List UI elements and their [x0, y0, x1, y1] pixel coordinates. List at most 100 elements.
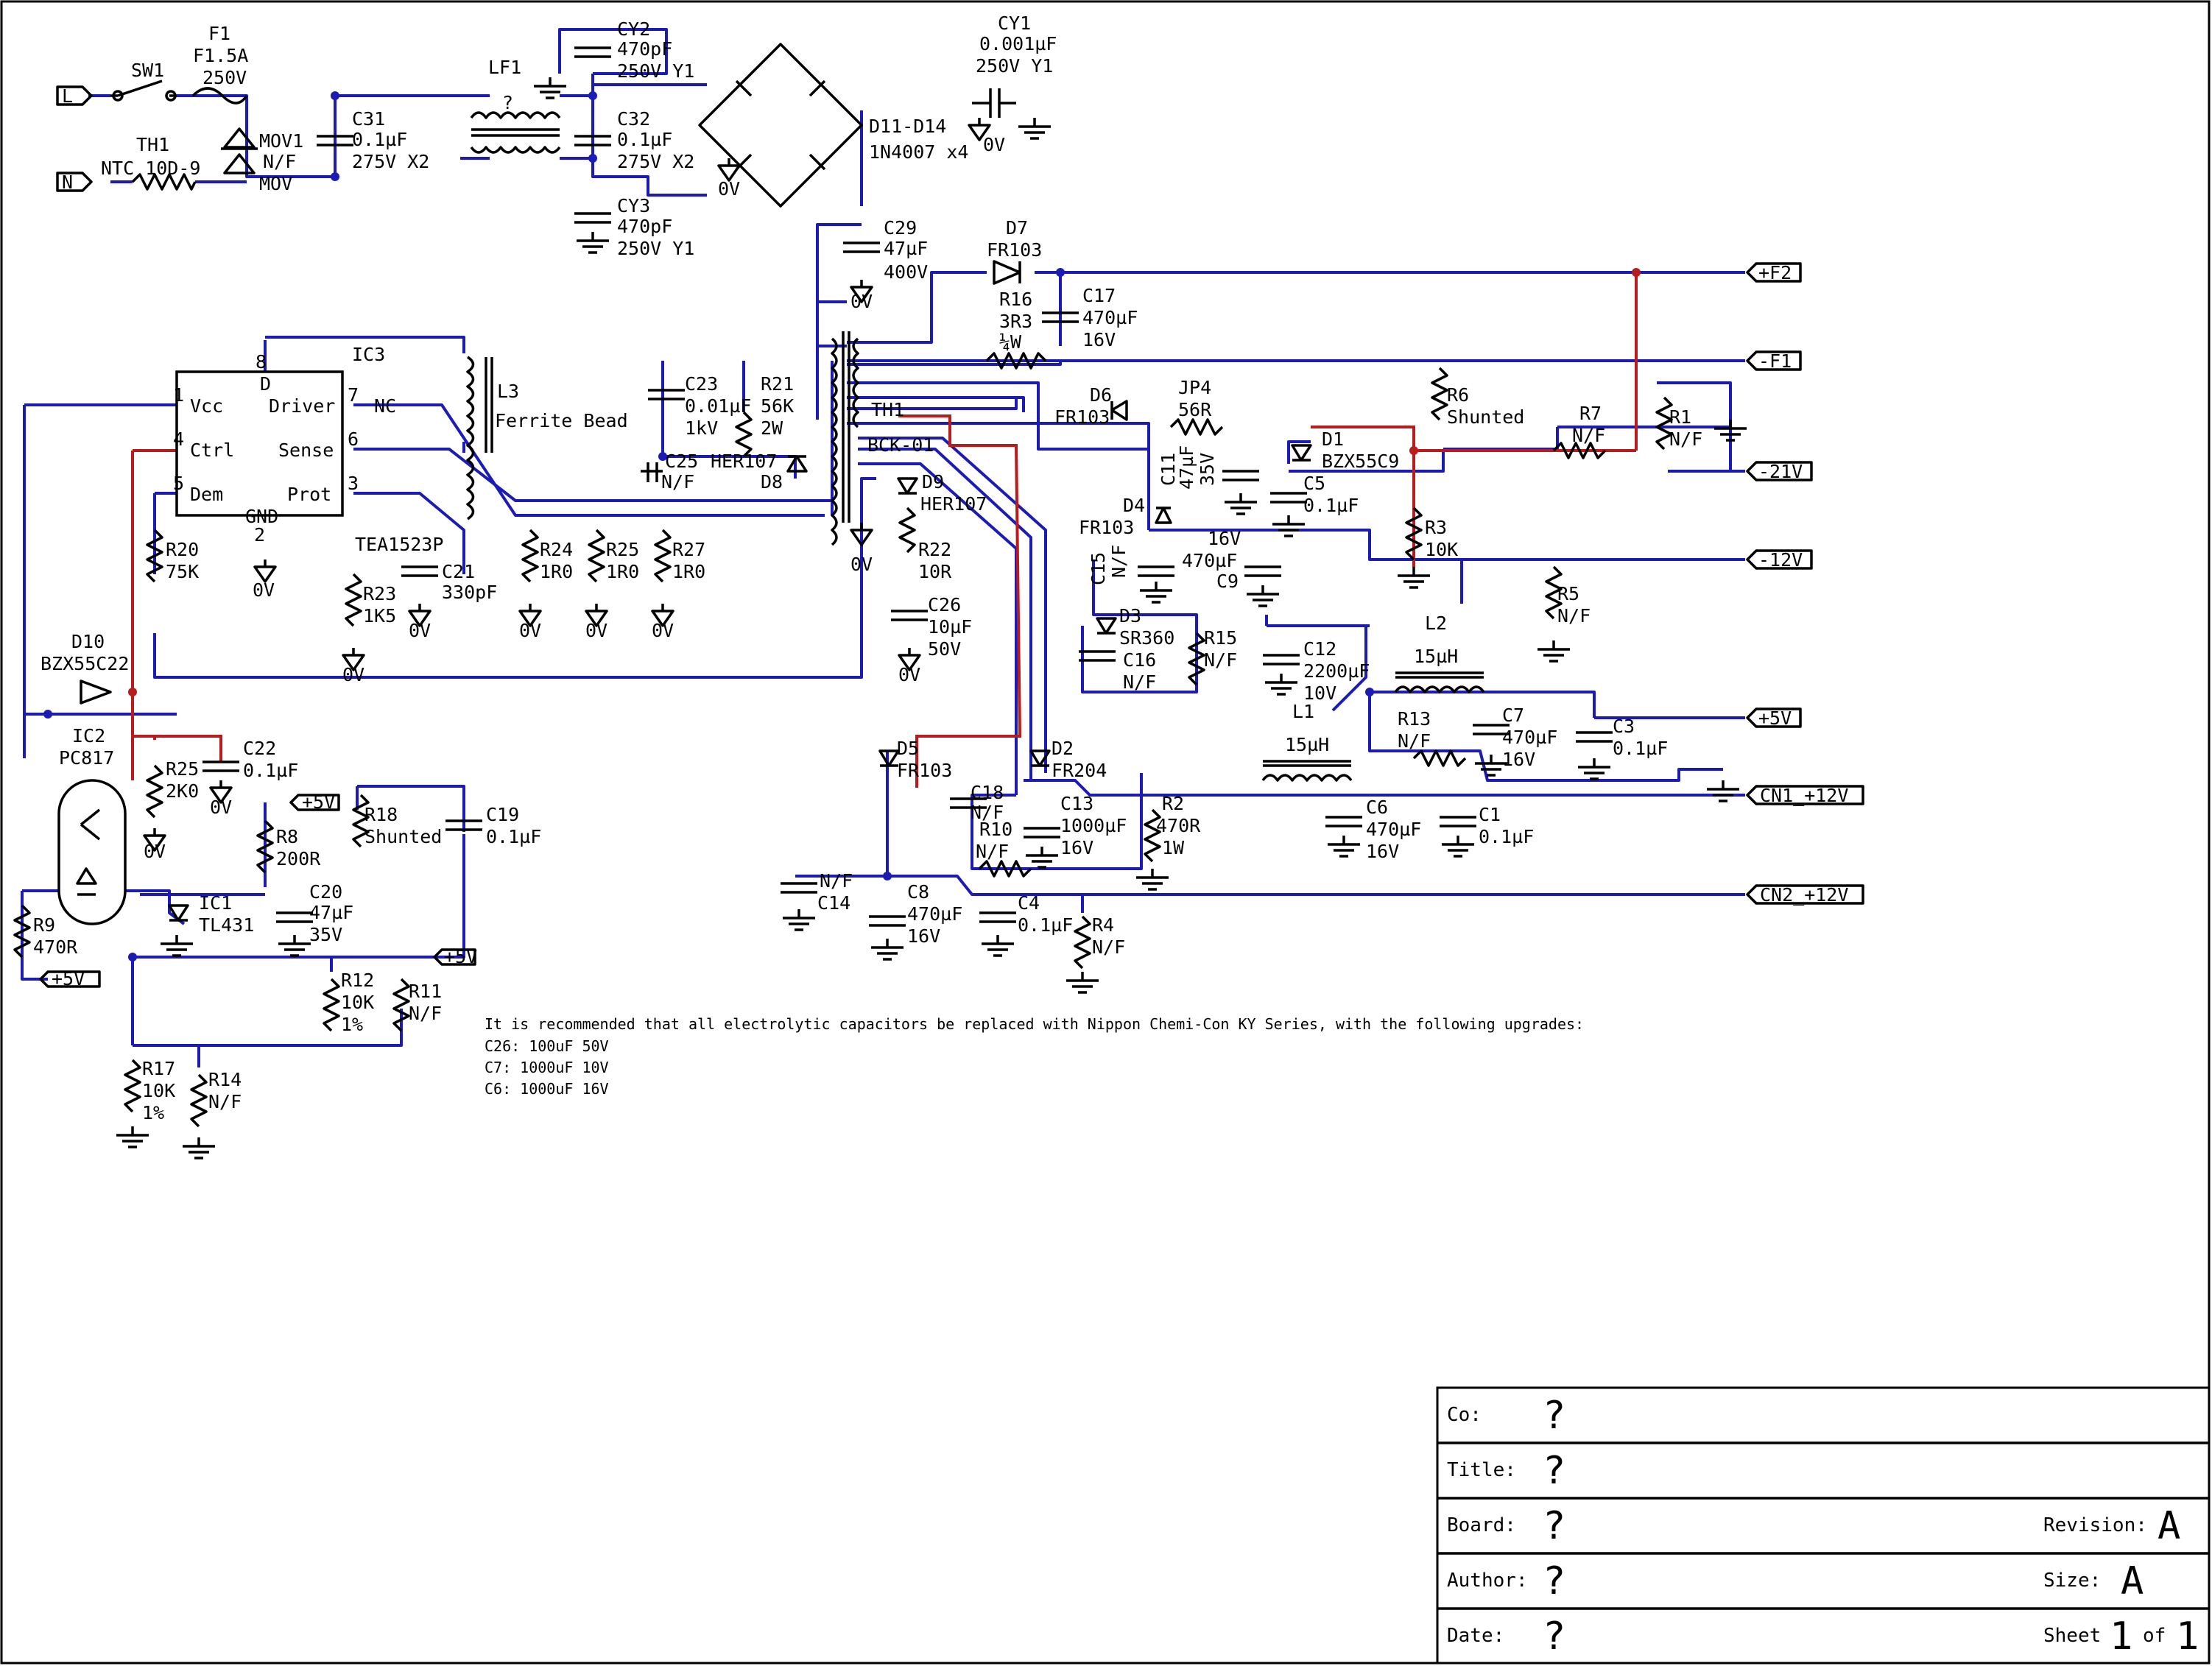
mov1-type: MOV [259, 173, 292, 194]
c31-ref: C31 [352, 108, 385, 130]
r12-ref: R12 [341, 970, 374, 991]
c26-ref: C26 [928, 594, 961, 615]
d11-value: 1N4007 x4 [869, 141, 968, 163]
r4-ref: R4 [1092, 914, 1114, 936]
note-line-3: C7: 1000uF 10V [485, 1059, 609, 1076]
tb-title-value: ? [1543, 1449, 1565, 1493]
ic3-pin2: 2 [254, 524, 265, 546]
d1-value: BZX55C9 [1322, 451, 1399, 472]
c16-value: N/F [1123, 671, 1156, 693]
lf1-ref: LF1 [488, 57, 521, 78]
c23-ref: C23 [685, 373, 718, 395]
r13-ref: R13 [1398, 708, 1431, 730]
c8-ref: C8 [907, 881, 929, 903]
d11-ref: D11-D14 [869, 116, 946, 137]
r16-power: ¼W [999, 331, 1022, 353]
c21-ref: C21 [442, 561, 475, 582]
c7-ref: C7 [1502, 705, 1524, 726]
ic3-pin-d: D [260, 373, 271, 395]
c8-rating: 16V [907, 925, 940, 947]
tb-date-value: ? [1543, 1614, 1565, 1659]
ic3-pin-sense: Sense [278, 440, 334, 461]
r7-ref: R7 [1579, 403, 1602, 424]
component-labels: F1 F1.5A 250V SW1 TH1 NTC 10D-9 L N MOV1… [33, 13, 1702, 1123]
net-cn1: CN1_+12V [1760, 785, 1848, 806]
net-cn2: CN2_+12V [1760, 884, 1848, 906]
c7-rating: 16V [1502, 749, 1535, 770]
ic2-ref: IC2 [72, 725, 105, 746]
r16-ref: R16 [999, 289, 1032, 310]
c15-ref: C15 [1088, 552, 1109, 585]
r23-ref: R23 [363, 583, 396, 604]
c32-ref: C32 [617, 108, 650, 130]
tb-sheet-value: 1 [2110, 1614, 2132, 1659]
c11-ref: C11 [1158, 453, 1179, 486]
ic3-pin3: 3 [348, 473, 359, 494]
c11-value: 47µF [1176, 445, 1197, 490]
r23-0v: 0V [342, 664, 364, 685]
d2-value: FR204 [1052, 760, 1107, 781]
r13-value: N/F [1398, 730, 1431, 752]
r6-ref: R6 [1447, 384, 1469, 406]
r27-value: 1R0 [672, 561, 705, 582]
r14-ref: R14 [208, 1069, 242, 1090]
r24-0v: 0V [519, 620, 541, 641]
title-block: Co: ? Title: ? Board: ? Revision: A Auth… [1436, 1386, 2211, 1665]
d9-value: HER107 [920, 493, 987, 515]
d2-ref: D2 [1052, 738, 1074, 759]
d8-value: HER107 [711, 451, 777, 472]
r25-ref: R25 [166, 758, 199, 780]
ic3-pin-gnd: GND [245, 506, 278, 527]
c12-rating: 10V [1303, 682, 1336, 704]
r7-value: N/F [1572, 425, 1605, 446]
th1-value: NTC 10D-9 [101, 158, 200, 179]
tb-board-value: ? [1543, 1504, 1565, 1548]
wiring [21, 28, 1745, 1067]
c26-rating: 50V [928, 638, 961, 660]
net-f2p: +F2 [1758, 262, 1792, 283]
c7-value: 470µF [1502, 727, 1557, 748]
c32-rating: 275V X2 [617, 151, 694, 172]
c20-value: 47µF [309, 902, 353, 923]
net-m12: -12V [1758, 549, 1803, 571]
r6-value: Shunted [1447, 406, 1524, 428]
note-line-2: C26: 100uF 50V [485, 1037, 609, 1055]
r14-value: N/F [208, 1091, 242, 1112]
d5-ref: D5 [897, 738, 919, 759]
r1-value: N/F [1669, 428, 1702, 450]
tb-date-label: Date: [1447, 1625, 1504, 1647]
c22-value: 0.1µF [243, 760, 298, 781]
cy1-0v: 0V [983, 134, 1005, 155]
t1-tap: TH1 [871, 399, 904, 420]
cy2-value: 470pF [617, 38, 672, 60]
cy3-rating: 250V Y1 [617, 238, 694, 259]
r8-ref: R8 [276, 826, 298, 847]
r25b-value: 1R0 [606, 561, 639, 582]
d1-ref: D1 [1322, 428, 1344, 450]
ic3-pin7: 7 [348, 384, 359, 406]
d7-value: FR103 [987, 239, 1042, 261]
c26-0v: 0V [898, 664, 920, 685]
tb-of-label: of [2143, 1625, 2166, 1647]
r15-ref: R15 [1204, 627, 1237, 649]
c29-value: 47µF [884, 238, 928, 259]
c5-ref: C5 [1303, 473, 1325, 494]
r21-power: 2W [761, 417, 783, 439]
r8-value: 200R [276, 848, 321, 869]
c26-value: 10µF [928, 616, 972, 638]
th1-ref: TH1 [136, 134, 169, 155]
cy2-rating: 250V Y1 [617, 60, 694, 82]
c17-value: 470µF [1082, 307, 1138, 328]
ic3-pin-dem: Dem [190, 484, 223, 505]
jp4-value: 56R [1178, 399, 1212, 420]
r21-value: 56K [761, 395, 794, 417]
c31-value: 0.1µF [352, 129, 407, 150]
c6-ref: C6 [1366, 797, 1388, 818]
r9-value: 470R [33, 936, 78, 958]
highlight-nets [131, 272, 1638, 788]
c9-ref: C9 [1216, 571, 1239, 592]
r18-ref: R18 [364, 804, 398, 825]
ic3-pin5: 5 [173, 473, 184, 494]
tb-sheet-label: Sheet [2043, 1625, 2101, 1647]
r1-ref: R1 [1669, 406, 1691, 428]
